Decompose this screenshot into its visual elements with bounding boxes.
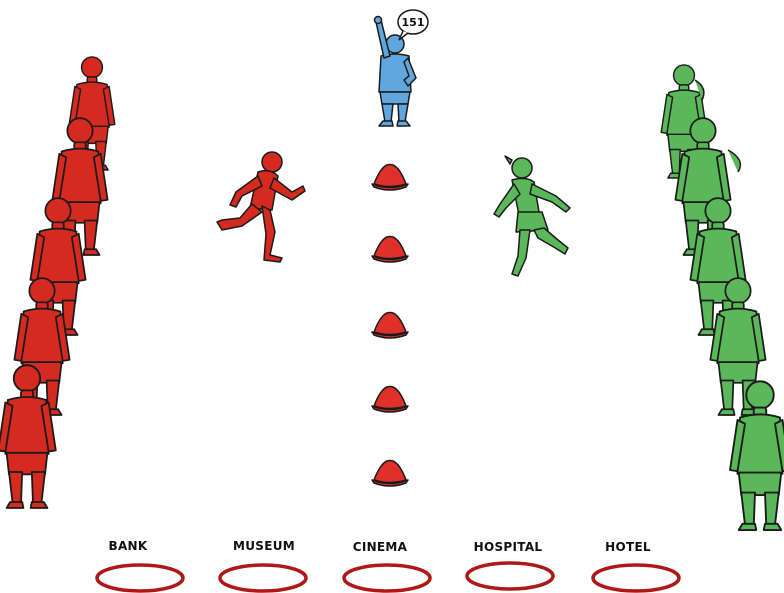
hoop-hotel: HOTEL (591, 540, 681, 593)
hoop-label: BANK (109, 539, 148, 553)
cone (371, 385, 409, 413)
hoop-museum: MUSEUM (218, 539, 308, 593)
green-team-member (729, 380, 784, 531)
hoop-label: HOTEL (605, 540, 651, 554)
cones (371, 163, 409, 487)
ponytail (694, 79, 705, 101)
hoop-hospital: HOSPITAL (465, 540, 555, 591)
hoop-label: MUSEUM (233, 539, 295, 553)
hoop-label: CINEMA (353, 540, 408, 554)
caller-figure (373, 15, 417, 127)
speech-bubble: 151 (397, 9, 429, 41)
ponytail (727, 149, 742, 173)
cone (371, 235, 409, 263)
hoop-cinema: CINEMA (342, 540, 432, 593)
green-team-line (660, 64, 784, 531)
red-runner (216, 151, 306, 263)
red-team-line (0, 56, 116, 509)
speech-bubble-text: 151 (402, 16, 425, 29)
cone (371, 459, 409, 487)
hoop-label: HOSPITAL (474, 540, 543, 554)
cone (371, 163, 409, 191)
cone (371, 311, 409, 339)
green-runner (493, 155, 571, 277)
hoop-bank: BANK (95, 539, 185, 593)
